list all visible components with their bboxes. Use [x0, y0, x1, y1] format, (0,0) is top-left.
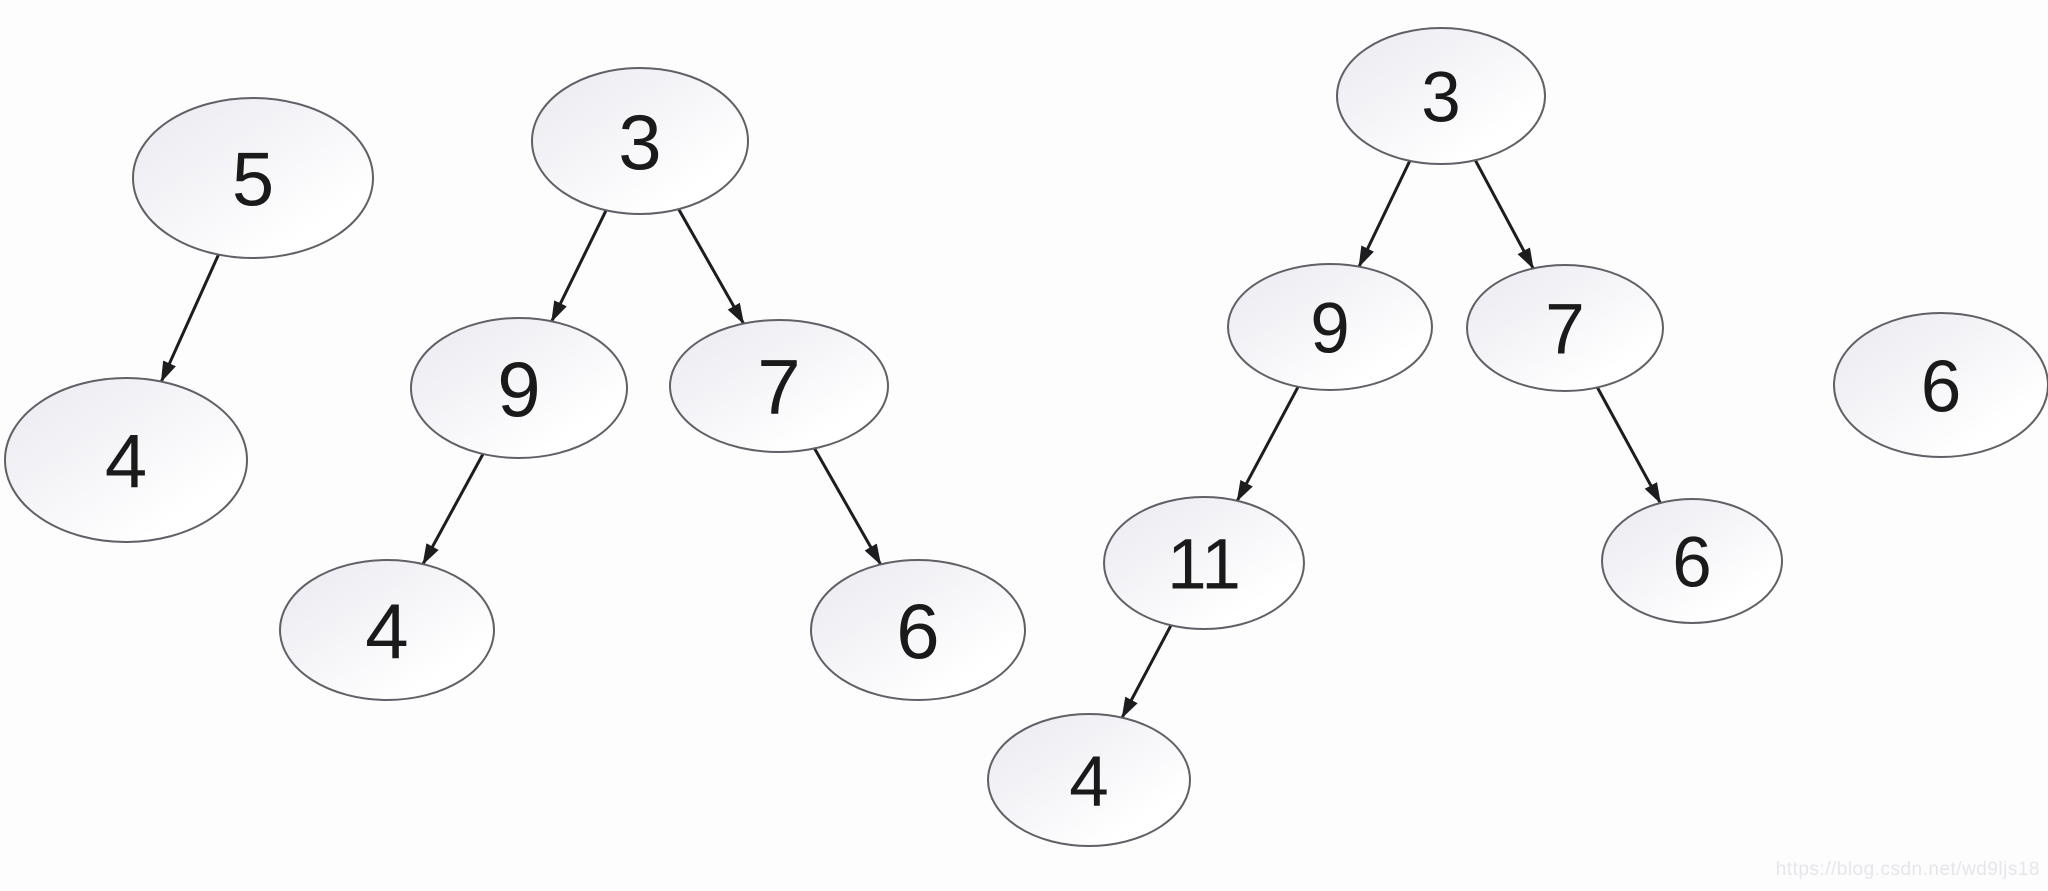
- tree-node-t3-11: 11: [1103, 496, 1305, 630]
- tree-node-t2-3: 3: [531, 67, 749, 215]
- edge-t3-3-to-t3-7: [1473, 159, 1535, 270]
- node-ellipse: [410, 317, 628, 459]
- edge-t3-11-to-t3-4: [1120, 624, 1173, 719]
- tree-node-t2-7: 7: [669, 319, 889, 453]
- node-ellipse: [279, 559, 495, 701]
- edge-t3-3-to-t3-9: [1357, 160, 1412, 268]
- node-ellipse: [1227, 263, 1433, 391]
- tree-node-t2-6: 6: [810, 559, 1026, 701]
- node-ellipse: [1466, 264, 1664, 392]
- node-ellipse: [669, 319, 889, 453]
- edge-t2-3-to-t2-7: [677, 208, 745, 325]
- edge-t3-7-to-t3-6: [1596, 386, 1662, 504]
- tree-node-t1-4: 4: [4, 377, 248, 543]
- tree-node-t3-7: 7: [1466, 264, 1664, 392]
- node-ellipse: [1336, 27, 1546, 165]
- edge-t1-5-to-t1-4: [159, 253, 220, 383]
- node-ellipse: [987, 713, 1191, 847]
- tree-node-t3-9: 9: [1227, 263, 1433, 391]
- node-ellipse: [4, 377, 248, 543]
- tree-node-t2-9: 9: [410, 317, 628, 459]
- csdn-watermark: https://blog.csdn.net/wd9ljs18: [1775, 859, 2040, 880]
- tree-node-t1-5: 5: [132, 97, 374, 259]
- tree-node-s-6: 6: [1833, 312, 2048, 458]
- node-ellipse: [1103, 496, 1305, 630]
- edge-t3-9-to-t3-11: [1235, 386, 1300, 502]
- node-ellipse: [531, 67, 749, 215]
- node-ellipse: [1833, 312, 2048, 458]
- tree-node-t3-3: 3: [1336, 27, 1546, 165]
- tree-node-t3-6: 6: [1601, 498, 1783, 624]
- tree-node-t3-4: 4: [987, 713, 1191, 847]
- edge-t2-7-to-t2-6: [813, 447, 882, 566]
- node-ellipse: [1601, 498, 1783, 624]
- edge-t2-3-to-t2-9: [550, 209, 608, 323]
- edge-t2-9-to-t2-4: [421, 453, 485, 565]
- node-ellipse: [132, 97, 374, 259]
- node-ellipse: [810, 559, 1026, 701]
- tree-node-t2-4: 4: [279, 559, 495, 701]
